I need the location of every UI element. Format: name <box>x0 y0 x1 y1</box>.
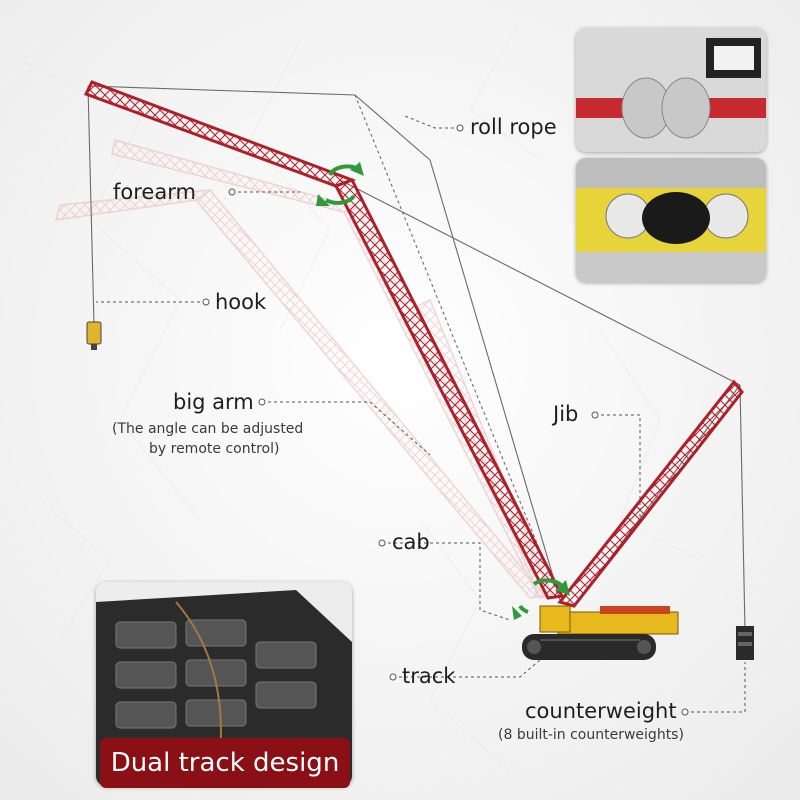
label-big-arm-note-2: by remote control) <box>149 441 280 457</box>
roll-rope-photo-top <box>576 28 766 152</box>
label-big-arm-note-1: (The angle can be adjusted <box>112 421 304 437</box>
label-counterweight-note: (8 built-in counterweights) <box>498 727 684 743</box>
label-big-arm: big arm <box>173 390 254 414</box>
label-cab: cab <box>392 530 430 554</box>
leader-dot-icon <box>202 124 689 716</box>
leader-lines <box>96 115 746 713</box>
circular-rotate-arrows-icon <box>512 578 570 620</box>
dual-track-badge: Dual track design <box>100 738 350 788</box>
crane-track <box>522 634 656 660</box>
roll-rope-photo-bottom <box>576 158 766 282</box>
label-counterweight: counterweight <box>525 699 677 723</box>
counterweight-block <box>736 626 754 660</box>
circular-rotate-arrows-icon <box>316 162 364 206</box>
hook <box>86 321 102 350</box>
label-track: track <box>402 664 456 688</box>
crane-body <box>539 605 679 635</box>
background-texture <box>19 19 701 781</box>
label-jib: Jib <box>553 402 579 426</box>
forearm-boom <box>83 80 357 188</box>
label-roll-rope: roll rope <box>470 115 557 139</box>
label-forearm: forearm <box>113 180 196 204</box>
jib-boom <box>557 379 744 608</box>
label-hook: hook <box>215 290 267 314</box>
